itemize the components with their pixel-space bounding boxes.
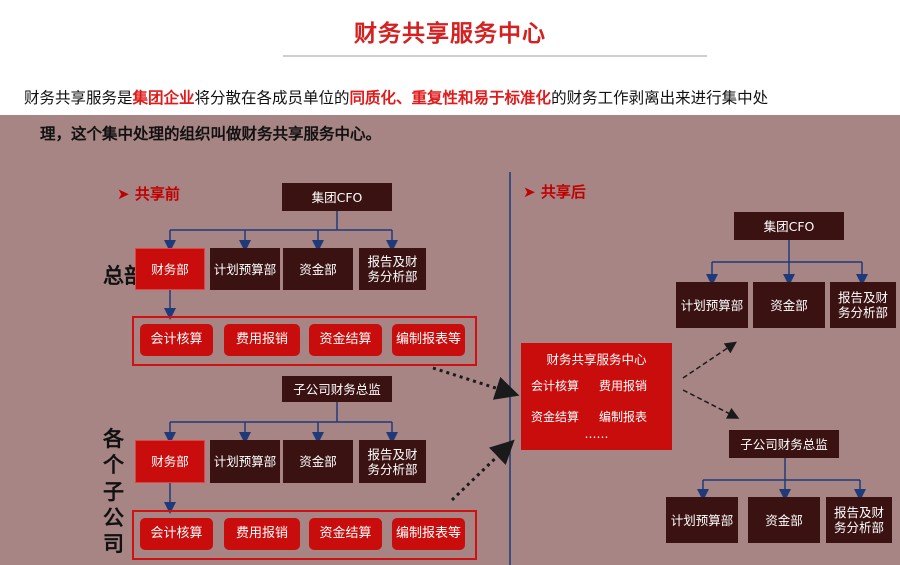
after-hq-dept-treasury: 资金部	[753, 282, 825, 328]
hq-task-settlement: 资金结算	[309, 324, 382, 356]
after-hq-dept-budget: 计划预算部	[676, 282, 748, 328]
before-label: ➤ 共享前	[117, 183, 180, 204]
intro-line-2: 理，这个集中处理的组织叫做财务共享服务中心。	[40, 125, 382, 143]
intro-mid-2: 的财务工作剥离出来进行集中处	[551, 89, 769, 107]
sub-task-expense: 费用报销	[224, 518, 300, 550]
sub-task-accounting: 会计核算	[140, 518, 213, 550]
intro-highlight-1: 集团企业	[132, 89, 195, 107]
hq-task-accounting: 会计核算	[140, 324, 213, 356]
after-sub-dept-reporting: 报告及财务分析部	[826, 497, 892, 543]
after-sub-dept-treasury: 资金部	[748, 497, 820, 543]
sub-dept-finance: 财务部	[135, 440, 205, 483]
sub-dept-treasury: 资金部	[283, 440, 353, 483]
sub-dept-budget: 计划预算部	[210, 440, 280, 483]
center-item-expense: 费用报销	[599, 379, 648, 393]
intro-prefix: 财务共享服务是	[24, 89, 133, 107]
shared-service-center: 财务共享服务中心 会计核算 费用报销 资金结算 编制报表 ……	[521, 343, 672, 450]
hq-tasks-frame	[132, 316, 477, 366]
intro-mid-1: 将分散在各成员单位的	[194, 89, 350, 107]
after-cfo-box: 集团CFO	[734, 212, 844, 240]
before-sub-head-box: 子公司财务总监	[282, 376, 392, 402]
intro-line-1: 财务共享服务是集团企业将分散在各成员单位的同质化、重复性和易于标准化的财务工作剥…	[24, 86, 894, 108]
center-title: 财务共享服务中心	[546, 352, 647, 367]
hq-dept-finance: 财务部	[135, 248, 205, 290]
before-label-text: 共享前	[134, 185, 180, 203]
center-item-settlement: 资金结算	[531, 410, 580, 424]
chevron-right-icon: ➤	[117, 185, 130, 203]
hq-dept-reporting: 报告及财务分析部	[359, 248, 426, 290]
after-label: ➤ 共享后	[523, 181, 586, 202]
hq-dept-treasury: 资金部	[283, 248, 353, 290]
after-hq-dept-reporting: 报告及财务分析部	[830, 282, 896, 328]
before-cfo-box: 集团CFO	[282, 183, 392, 211]
sub-task-reports: 编制报表等	[392, 518, 465, 550]
hq-task-expense: 费用报销	[224, 324, 300, 356]
center-item-reports: 编制报表	[599, 410, 648, 424]
subs-label: 各个子公司	[103, 427, 124, 556]
center-more: ……	[584, 427, 609, 441]
title-divider	[283, 55, 707, 57]
intro-highlight-2: 同质化、重复性和易于标准化	[349, 89, 552, 107]
after-sub-head-box: 子公司财务总监	[729, 430, 839, 458]
page-title: 财务共享服务中心	[354, 21, 546, 47]
hq-task-reports: 编制报表等	[392, 324, 465, 356]
sub-dept-reporting: 报告及财务分析部	[359, 440, 426, 483]
after-label-text: 共享后	[540, 183, 586, 201]
chevron-right-icon: ➤	[523, 183, 536, 201]
sub-tasks-frame	[132, 510, 477, 560]
hq-dept-budget: 计划预算部	[210, 248, 280, 290]
after-sub-dept-budget: 计划预算部	[666, 497, 738, 543]
center-item-accounting: 会计核算	[531, 379, 580, 393]
sub-task-settlement: 资金结算	[309, 518, 382, 550]
